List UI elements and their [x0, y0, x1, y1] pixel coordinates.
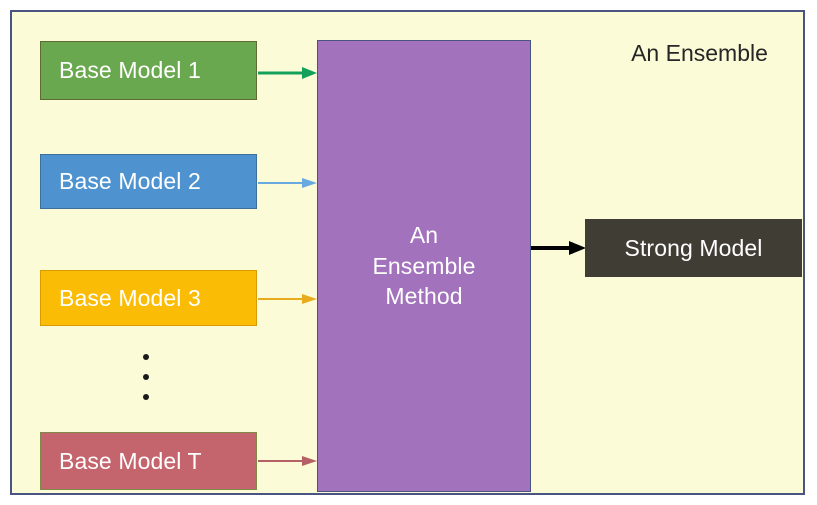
ensemble-method-line-3: Method — [385, 283, 463, 310]
node-strong-model-label: Strong Model — [624, 234, 763, 261]
node-base-model-3[interactable]: Base Model 3 — [40, 270, 257, 326]
node-base-model-1-label: Base Model 1 — [59, 57, 201, 83]
arrow-base-model-3-to-ensemble — [258, 292, 318, 306]
page-title: An Ensemble — [631, 40, 768, 66]
node-strong-model[interactable]: Strong Model — [585, 219, 802, 277]
arrow-base-model-1-to-ensemble — [258, 66, 318, 80]
node-base-model-2[interactable]: Base Model 2 — [40, 154, 257, 209]
diagram-frame: An Ensemble Base Model 1 Base Model 2 Ba… — [10, 10, 805, 495]
node-base-model-3-label: Base Model 3 — [59, 284, 201, 311]
node-ensemble-method[interactable]: An Ensemble Method — [317, 40, 531, 492]
node-base-model-t-label: Base Model T — [59, 447, 202, 474]
ensemble-method-line-2: Ensemble — [372, 252, 476, 279]
ensemble-method-line-1: An — [409, 221, 439, 248]
arrow-base-model-t-to-ensemble — [258, 454, 318, 468]
ellipsis-dot — [143, 354, 149, 360]
node-base-model-2-label: Base Model 2 — [59, 168, 201, 194]
arrow-ensemble-to-strong-model — [531, 241, 587, 255]
vertical-ellipsis-icon — [136, 354, 156, 400]
ellipsis-dot — [143, 374, 149, 380]
node-base-model-1[interactable]: Base Model 1 — [40, 41, 257, 100]
ellipsis-dot — [143, 394, 149, 400]
arrow-base-model-2-to-ensemble — [258, 176, 318, 190]
node-base-model-t[interactable]: Base Model T — [40, 432, 257, 490]
